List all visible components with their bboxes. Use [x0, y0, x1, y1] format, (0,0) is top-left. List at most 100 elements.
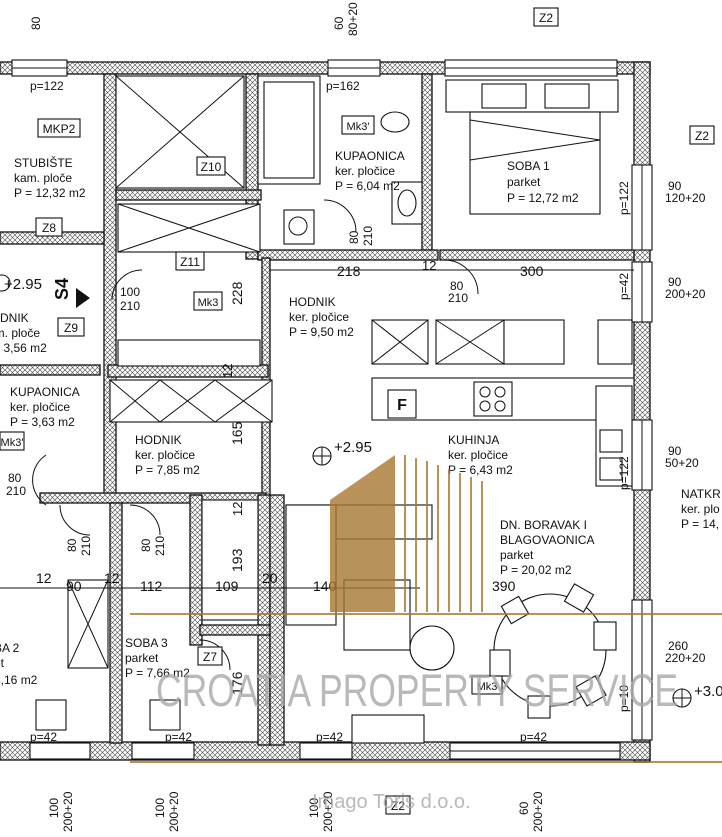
tag-f: F — [397, 397, 407, 414]
dim-12-b: 12 — [220, 364, 235, 378]
dim-390: 390 — [492, 578, 516, 594]
room-kupaonica-top-area: P = 6,04 m2 — [335, 179, 400, 193]
room-kuhinja-name: KUHINJA — [448, 433, 499, 447]
room-stubiste-area: P = 12,32 m2 — [14, 186, 86, 200]
room-soba1-name: SOBA 1 — [507, 159, 550, 173]
door-dim-100: 100 — [120, 285, 140, 299]
room-hodnik-low-name: HODNIK — [135, 433, 182, 447]
win-dim-200-20-a: 200+20 — [665, 287, 706, 301]
door-dim-80-d: 80 — [65, 538, 79, 552]
dim-112: 112 — [140, 578, 163, 594]
watermark-brand: CROATIA PROPERTY SERVICE — [156, 665, 678, 716]
tag-z2-top: Z2 — [539, 11, 553, 25]
room-natkr-name: NATKR — [681, 487, 721, 501]
watermark-company: Imago Toris d.o.o. — [312, 791, 471, 813]
win-dim-260: 260 — [668, 639, 688, 653]
dim-p42-d: p=42 — [520, 730, 547, 744]
win-dim-90-a: 90 — [668, 179, 682, 193]
room-kuhinja-floor: ker. pločice — [448, 448, 508, 462]
door-dim-210-f: 210 — [153, 536, 167, 556]
door-dim-210-e: 210 — [79, 536, 93, 556]
level-marker-3: +3.0 — [694, 683, 722, 700]
room-kupaonica-left-floor: ker. pločice — [10, 400, 70, 414]
bottom-dim-200-20-a: 200+20 — [61, 791, 75, 832]
door-dim-210-a: 210 — [120, 299, 140, 313]
room-natkr-floor: ker. plo — [681, 502, 720, 516]
room-boravak-floor: parket — [500, 548, 534, 562]
dim-12-e: 12 — [104, 570, 120, 586]
room-hodnik-left-area: P = 3,56 m2 — [0, 341, 47, 355]
dim-p10: p=10 — [617, 685, 631, 712]
tag-z8: Z8 — [42, 221, 56, 235]
dim-12-d: 12 — [36, 570, 52, 586]
room-soba1-area: P = 12,72 m2 — [507, 191, 579, 205]
door-dim-210-d: 210 — [6, 484, 26, 498]
tag-z2-right: Z2 — [695, 129, 709, 143]
door-dim-80-b: 80 — [450, 279, 464, 293]
room-soba2-floor: et — [0, 656, 5, 670]
tags: Z2 Z2 Z2 Z10 Z8 Z11 Z9 Z7 MKP2 Mk3' Mk3'… — [0, 7, 715, 815]
room-hodnik-mid-name: HODNIK — [289, 295, 336, 309]
room-stubiste-floor: kam. ploče — [14, 171, 72, 185]
room-hodnik-low-floor: ker. pločice — [135, 448, 195, 462]
room-soba2-area: 8,16 m2 — [0, 673, 38, 687]
watermark: CROATIA PROPERTY SERVICE Imago Toris d.o… — [130, 455, 722, 813]
win-dim-50-20: 50+20 — [665, 456, 699, 470]
dim-p162: p=162 — [326, 79, 360, 93]
win-dim-220-20: 220+20 — [665, 651, 706, 665]
dimensions: p=122 p=162 p=122 p=42 p=122 p=10 p=42 p… — [0, 2, 706, 832]
bottom-dim-100-b: 100 — [153, 798, 167, 818]
room-hodnik-left-name: HODNIK — [0, 311, 29, 325]
win-dim-90-c: 90 — [668, 444, 682, 458]
room-boravak-name: DN. BORAVAK I — [500, 518, 587, 532]
door-dim-80-a: 80 — [347, 230, 361, 244]
room-soba2-name: BA 2 — [0, 641, 20, 655]
top-dim-60: 60 — [332, 16, 346, 30]
room-kupaonica-left-area: P = 3,63 m2 — [10, 415, 75, 429]
room-soba1-floor: parket — [507, 175, 541, 189]
room-soba3-area: P = 7,66 m2 — [125, 666, 190, 680]
tag-s4: S4 — [52, 278, 72, 300]
dim-218: 218 — [337, 263, 361, 279]
tag-z10: Z10 — [201, 160, 222, 174]
dim-20: 20 — [262, 570, 278, 586]
dim-90: 90 — [66, 578, 82, 594]
tag-mk3-mid: Mk3 — [198, 297, 219, 309]
dim-p42-b: p=42 — [165, 730, 192, 744]
room-boravak-name2: BLAGOVAONICA — [500, 533, 594, 547]
dim-300: 300 — [520, 263, 544, 279]
door-dim-80-e: 80 — [139, 538, 153, 552]
room-hodnik-mid-floor: ker. pločice — [289, 310, 349, 324]
room-hodnik-low-area: P = 7,85 m2 — [135, 463, 200, 477]
dim-p122-right2: p=122 — [617, 456, 631, 490]
room-kupaonica-top-name: KUPAONICA — [335, 149, 405, 163]
dim-228: 228 — [229, 281, 245, 305]
room-hodnik-mid-area: P = 9,50 m2 — [289, 325, 354, 339]
tag-z11: Z11 — [180, 255, 200, 269]
bottom-dim-200-20-b: 200+20 — [167, 791, 181, 832]
dim-p42-a: p=42 — [30, 730, 57, 744]
dim-176: 176 — [229, 671, 245, 695]
windows — [11, 59, 653, 760]
room-soba3-floor: parket — [125, 651, 159, 665]
room-boravak-area: P = 20,02 m2 — [500, 563, 572, 577]
room-natkr-area: P = 14, — [681, 517, 719, 531]
room-hodnik-left-floor: kam. ploče — [0, 326, 40, 340]
win-dim-120-20: 120+20 — [665, 191, 706, 205]
bottom-dim-100-c: 100 — [307, 798, 321, 818]
tag-mk3-left: Mk3' — [1, 437, 24, 449]
level-markers: +2.95 +2.95 +3.0 — [0, 274, 722, 708]
dim-109: 109 — [215, 578, 239, 594]
dim-12-a: 12 — [422, 258, 436, 273]
dim-p42-right: p=42 — [617, 273, 631, 300]
room-labels: STUBIŠTE kam. ploče P = 12,32 m2 KUPAONI… — [0, 149, 721, 687]
stair-arrow-icon — [76, 288, 90, 308]
room-kupaonica-left-name: KUPAONICA — [10, 385, 80, 399]
dim-p122-right: p=122 — [617, 181, 631, 215]
tag-z2-bottom: Z2 — [391, 799, 405, 813]
tag-mk3-bottom: Mk3 — [477, 681, 498, 693]
dim-193: 193 — [229, 548, 245, 572]
level-marker-1: +2.95 — [4, 276, 42, 293]
dim-p122-top: p=122 — [30, 79, 64, 93]
